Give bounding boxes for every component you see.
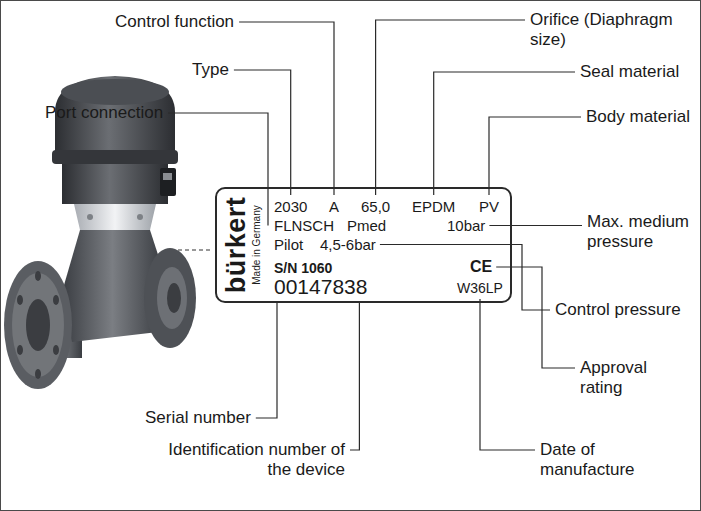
plate-field: EPDM	[412, 198, 455, 215]
callout-label: Body material	[586, 107, 690, 127]
plate-field: A	[329, 198, 339, 215]
callout-label: Port connection	[45, 103, 163, 123]
plate-field: Pmed	[347, 217, 386, 234]
brand-logo: bürkert	[222, 197, 250, 294]
callout-label: Seal material	[580, 62, 679, 82]
plate-field: PV	[479, 198, 499, 215]
callout-label: Approval rating	[580, 358, 660, 398]
leader-line	[376, 20, 525, 195]
callout-label: Identification number of the device	[140, 440, 345, 480]
callout-label: Serial number	[145, 408, 251, 428]
plate-field: 2030	[274, 198, 307, 215]
plate-field: 4,5-6bar	[320, 236, 376, 253]
plate-field: 10bar	[447, 217, 485, 234]
callout-label: Date of manufacture	[540, 440, 644, 480]
leader-line	[350, 303, 359, 450]
plate-field: FLNSCH	[274, 217, 334, 234]
leader-line	[489, 225, 582, 226]
callout-label: Control pressure	[555, 300, 681, 320]
origin-text: Made in Germany	[251, 205, 262, 284]
plate-field: 65,0	[361, 198, 390, 215]
callout-label: Max. medium pressure	[587, 212, 695, 252]
leader-line	[434, 72, 575, 195]
plate-field: Pilot	[274, 236, 303, 253]
leader-line	[380, 245, 550, 311]
plate-field: 00147838	[274, 276, 367, 298]
leader-line	[239, 22, 334, 195]
plate-field: S/N 1060	[274, 260, 332, 276]
callout-label: Control function	[115, 12, 234, 32]
callout-label: Type	[192, 60, 229, 80]
leader-line	[256, 303, 277, 418]
leader-line	[489, 117, 581, 195]
plate-field: W36LP	[457, 280, 503, 296]
callout-label: Orifice (Diaphragm size)	[530, 10, 680, 50]
name-plate: bürkertMade in Germany 2030 A 65,0 EPDM PV FLN…	[215, 187, 512, 303]
leader-line	[234, 70, 291, 195]
leader-line	[480, 299, 535, 450]
ce-mark: CE	[470, 258, 492, 276]
